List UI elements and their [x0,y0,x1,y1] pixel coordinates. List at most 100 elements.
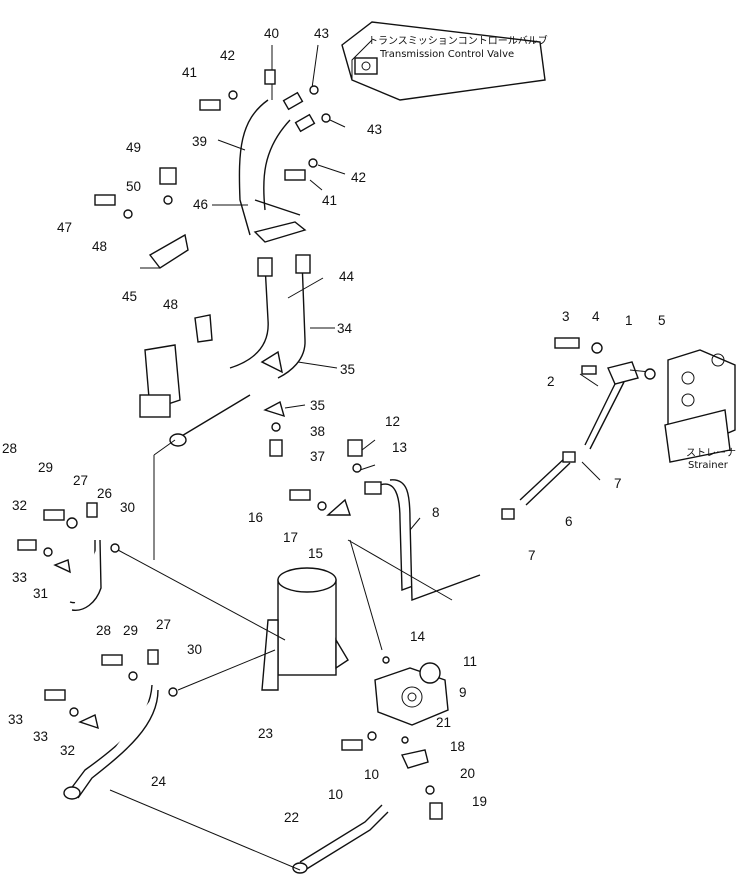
callout-9: 9 [459,685,467,700]
callout-46: 47 [57,220,72,235]
callout-25: 24 [151,774,167,789]
callout-6: 6 [565,514,573,529]
washer-33 [43,547,53,557]
tube-26 [69,539,102,611]
clamp-35 [260,350,283,374]
clamp-48 [194,314,213,343]
callout-28: 28 [2,441,17,456]
callout-16: 15 [308,546,323,561]
washer-47 [123,209,133,219]
elbow-13 [347,439,363,457]
callout-33: 33 [12,570,27,585]
callout-49: 49 [126,140,141,155]
o-ring-29 [66,517,78,529]
callout-33b: 33 [33,729,48,744]
clamp-7b [562,451,576,463]
transmission-valve-label-en: Transmission Control Valve [379,49,514,60]
hose-34 [277,254,311,379]
callout-39: 40 [264,26,279,41]
callouts: 40 42 41 43 43 39 49 50 42 41 46 47 48 4… [2,26,666,825]
hose-long [169,394,251,447]
callout-32: 32 [12,498,27,513]
callout-10: 10 [328,787,343,802]
callout-50: 50 [126,179,141,194]
callout-41: 41 [182,65,197,80]
o-ring-43b [321,113,331,123]
callout-38: 39 [192,134,207,149]
callout-29b: 29 [123,623,138,638]
plug-39 [264,69,276,85]
tube-40 [253,199,307,243]
o-ring-12 [419,662,441,684]
callout-14: 13 [392,440,407,455]
plug-27b [147,649,159,665]
callout-35: 35 [340,362,355,377]
callout-5: 5 [658,313,666,328]
hose-44 [229,257,273,369]
callout-34: 34 [337,321,353,336]
bolt-3 [554,337,580,349]
tube-25 [63,684,159,800]
strainer-label-jp: ストレーナ [686,447,736,459]
hose-23 [292,804,389,874]
strainer-label-en: Strainer [688,460,729,471]
strainer [664,349,736,463]
callout-12: 11 [463,654,477,669]
washer-4 [591,342,603,354]
o-ring-15 [382,656,390,664]
washer-11 [367,731,377,741]
callout-40: 46 [193,197,208,212]
callout-3: 3 [562,309,570,324]
plug-2 [581,365,597,375]
callout-45: 45 [122,289,137,304]
o-ring-43 [309,85,319,95]
callout-26: 26 [97,486,112,501]
washer-37 [271,422,281,432]
o-ring-22 [401,736,409,744]
bracket-45 [140,233,189,269]
o-ring-30 [110,543,120,553]
transmission-control-valve [341,21,546,101]
callout-19: 18 [450,739,465,754]
bolt-28b [101,654,123,666]
callout-28b: 28 [96,623,111,638]
callout-36: 37 [310,449,325,464]
nut-49 [159,167,177,185]
valve-fitting-lower [294,113,316,133]
callout-30b: 30 [187,642,202,657]
clamp-16 [326,498,351,516]
bolt-32 [17,539,37,551]
o-ring-29b [128,671,138,681]
callout-21: 20 [460,766,475,781]
tube-8 [379,479,481,601]
callout-1: 1 [625,313,633,328]
washer-21 [425,785,435,795]
clamp-31 [53,559,71,574]
washer-14 [352,463,362,473]
callout-47: 48 [92,239,107,254]
callout-48: 48 [163,297,178,312]
callout-43b: 43 [367,122,382,137]
tube-8-flange [364,481,382,495]
washer-33b [69,707,79,717]
callout-31: 31 [33,586,48,601]
callout-17: 16 [248,510,263,525]
callout-4: 4 [592,309,600,324]
bolt-28 [43,509,65,521]
callout-31b: 32 [60,743,75,758]
callout-43: 43 [314,26,329,41]
transmission-valve-label-jp: トランスミッションコントロールバルブ [368,34,548,47]
callout-18: 17 [283,530,298,545]
callout-22: 21 [436,715,451,730]
bolt-32b [44,689,66,701]
washer-42 [228,90,238,100]
callout-11: 10 [364,767,379,782]
washer-42b [308,158,318,168]
bolt-46 [94,194,116,206]
bolt-41b [284,169,306,181]
bolt-41 [199,99,221,111]
plug-20 [429,802,443,820]
callout-13: 12 [385,414,400,429]
washer-18 [317,501,327,511]
